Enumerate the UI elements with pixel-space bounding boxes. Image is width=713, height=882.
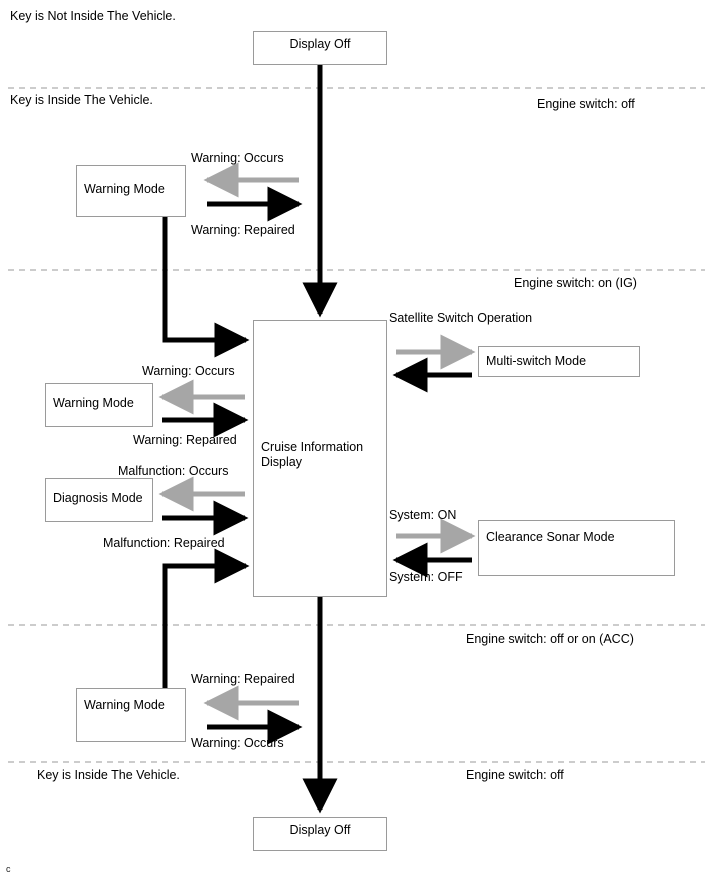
node-display-off-bottom-label: Display Off: [289, 823, 351, 837]
node-warning-mode-bottom[interactable]: Warning Mode: [76, 688, 186, 742]
figure-corner-mark: c: [6, 864, 11, 874]
node-warning-mode-bottom-label: Warning Mode: [84, 698, 165, 712]
zone-label-engine-switch-off-bottom: Engine switch: off: [466, 768, 564, 782]
node-diagnosis-mode-label: Diagnosis Mode: [53, 491, 143, 505]
node-cruise-information-display[interactable]: Cruise Information Display: [253, 320, 387, 597]
node-display-off-top-label: Display Off: [289, 37, 351, 51]
node-multi-switch-mode[interactable]: Multi-switch Mode: [478, 346, 640, 377]
edge-label-warning-repaired-bottom: Warning: Repaired: [191, 672, 295, 686]
flow-arrow-warning-mode-top-to-cid: [162, 217, 250, 358]
node-cruise-information-display-label: Cruise Information Display: [261, 440, 364, 469]
node-display-off-bottom[interactable]: Display Off: [253, 817, 387, 851]
edge-label-malfunction-occurs: Malfunction: Occurs: [118, 464, 229, 478]
zone-label-key-inside-bottom: Key is Inside The Vehicle.: [37, 768, 180, 782]
zone-label-engine-switch-off-top: Engine switch: off: [537, 97, 635, 111]
zone-label-engine-switch-off-or-acc: Engine switch: off or on (ACC): [466, 632, 634, 646]
node-display-off-top[interactable]: Display Off: [253, 31, 387, 65]
edge-label-warning-repaired-top: Warning: Repaired: [191, 223, 295, 237]
node-clearance-sonar-mode[interactable]: Clearance Sonar Mode: [478, 520, 675, 576]
edge-label-warning-occurs-top: Warning: Occurs: [191, 151, 284, 165]
node-warning-mode-top[interactable]: Warning Mode: [76, 165, 186, 217]
node-clearance-sonar-mode-label: Clearance Sonar Mode: [486, 530, 615, 544]
node-warning-mode-middle-label: Warning Mode: [53, 396, 134, 410]
node-warning-mode-middle[interactable]: Warning Mode: [45, 383, 153, 427]
edge-label-system-off: System: OFF: [389, 570, 463, 584]
flow-arrow-warning-mode-bottom-to-cid: [162, 548, 250, 688]
edge-label-warning-occurs-middle: Warning: Occurs: [142, 364, 235, 378]
edge-label-satellite-switch-operation: Satellite Switch Operation: [389, 311, 533, 325]
edge-label-warning-occurs-bottom: Warning: Occurs: [191, 736, 284, 750]
edge-label-warning-repaired-middle: Warning: Repaired: [133, 433, 237, 447]
zone-label-key-inside-top: Key is Inside The Vehicle.: [10, 93, 153, 107]
edge-label-system-on: System: ON: [389, 508, 457, 522]
edge-label-malfunction-repaired: Malfunction: Repaired: [103, 536, 225, 550]
node-diagnosis-mode[interactable]: Diagnosis Mode: [45, 478, 153, 522]
zone-label-key-not-inside: Key is Not Inside The Vehicle.: [10, 9, 176, 23]
node-multi-switch-mode-label: Multi-switch Mode: [486, 354, 587, 368]
zone-label-engine-switch-on-ig: Engine switch: on (IG): [514, 276, 637, 290]
node-warning-mode-top-label: Warning Mode: [84, 182, 165, 196]
